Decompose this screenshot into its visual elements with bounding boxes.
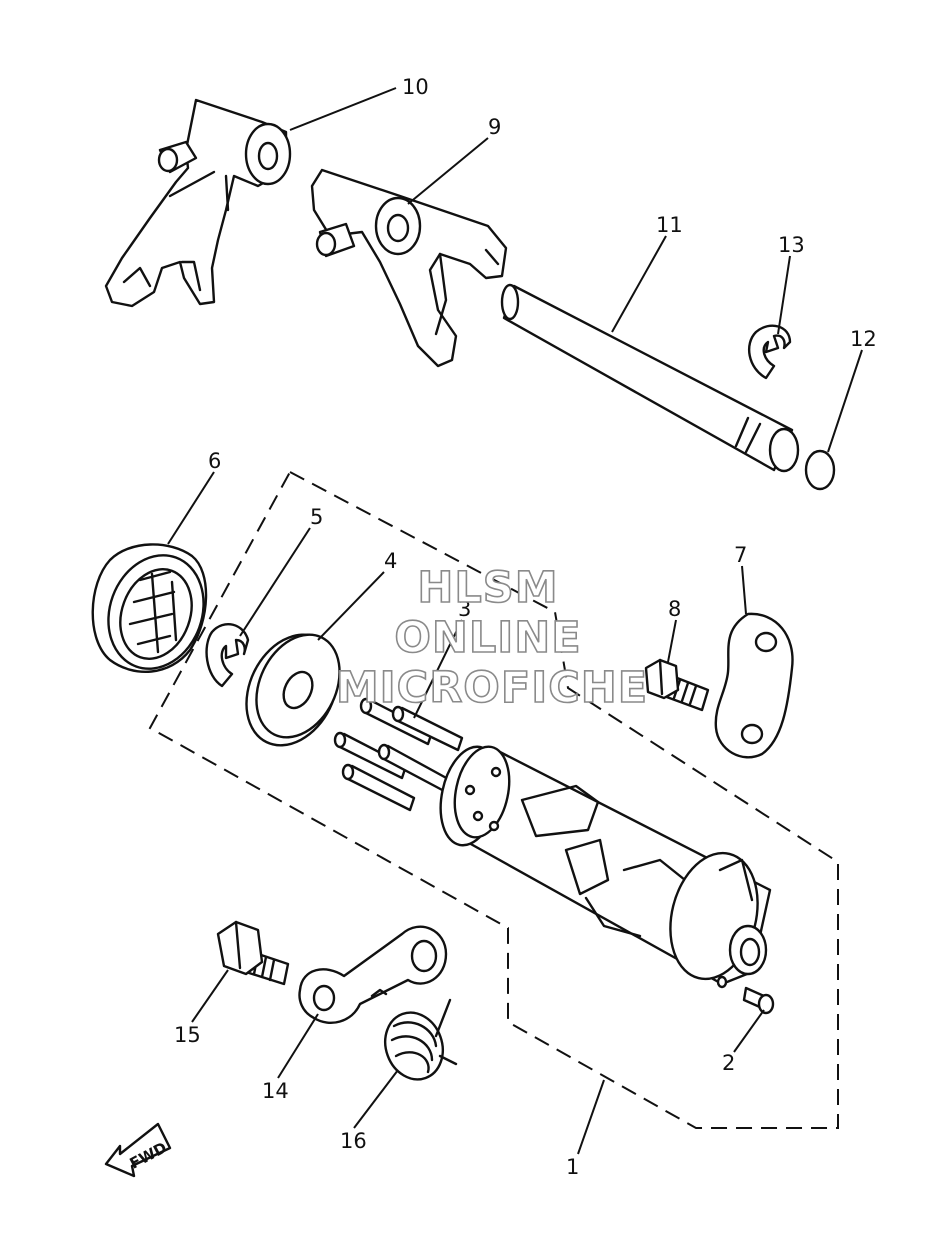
leader-7 — [741, 565, 747, 615]
callout-8: 8 — [668, 597, 681, 621]
part-15-bolt — [216, 920, 290, 986]
leader-4 — [317, 571, 385, 641]
callout-1: 1 — [566, 1155, 579, 1179]
leader-10 — [289, 87, 397, 131]
callout-15: 15 — [174, 1023, 201, 1047]
part-10-shift-fork — [104, 98, 292, 308]
part-8-bolt — [644, 658, 710, 712]
callout-10: 10 — [402, 75, 429, 99]
watermark-line-3: MICROFICHE — [336, 663, 648, 713]
leader-1 — [577, 1079, 605, 1155]
leader-5 — [239, 527, 311, 637]
part-14-stopper-lever — [298, 925, 448, 1024]
leader-13 — [777, 255, 791, 335]
callout-5: 5 — [310, 505, 323, 529]
part-6-bearing — [91, 543, 208, 673]
part-1-shift-drum — [439, 745, 772, 989]
fwd-arrow-icon: FWD — [104, 1122, 172, 1178]
part-11-guide-bar — [500, 283, 800, 473]
watermark-line-1: HLSM — [417, 563, 558, 613]
part-7-segment — [714, 612, 794, 759]
callout-14: 14 — [262, 1079, 289, 1103]
callout-13: 13 — [778, 233, 805, 257]
callout-2: 2 — [722, 1051, 735, 1075]
callout-4: 4 — [384, 549, 397, 573]
watermark-line-2: ONLINE — [394, 613, 581, 663]
part-16-spring — [384, 998, 458, 1081]
watermark: HLSM ONLINE MICROFICHE — [335, 562, 648, 714]
leader-2 — [733, 1009, 765, 1053]
part-9-shift-fork — [310, 168, 508, 368]
callout-12: 12 — [850, 327, 877, 351]
leader-11 — [611, 235, 667, 333]
leader-16 — [353, 1069, 399, 1129]
callout-6: 6 — [208, 449, 221, 473]
part-12-o-ring — [804, 449, 836, 491]
leader-12 — [827, 349, 863, 453]
part-4-washer — [245, 633, 341, 747]
part-13-circlip — [747, 324, 792, 380]
callout-16: 16 — [340, 1129, 367, 1153]
part-2-pin — [742, 986, 775, 1015]
callout-3: 3 — [458, 597, 471, 621]
callout-9: 9 — [488, 115, 501, 139]
assembly-boundary — [148, 470, 839, 1129]
leader-15 — [191, 969, 229, 1023]
part-5-circlip — [205, 622, 250, 688]
leader-3 — [413, 619, 463, 719]
callout-11: 11 — [656, 213, 683, 237]
callout-7: 7 — [734, 543, 747, 567]
leader-9 — [407, 137, 489, 205]
leader-6 — [167, 471, 215, 545]
leader-14 — [277, 1013, 319, 1079]
part-3-pins — [333, 697, 464, 812]
leader-8 — [667, 619, 677, 663]
